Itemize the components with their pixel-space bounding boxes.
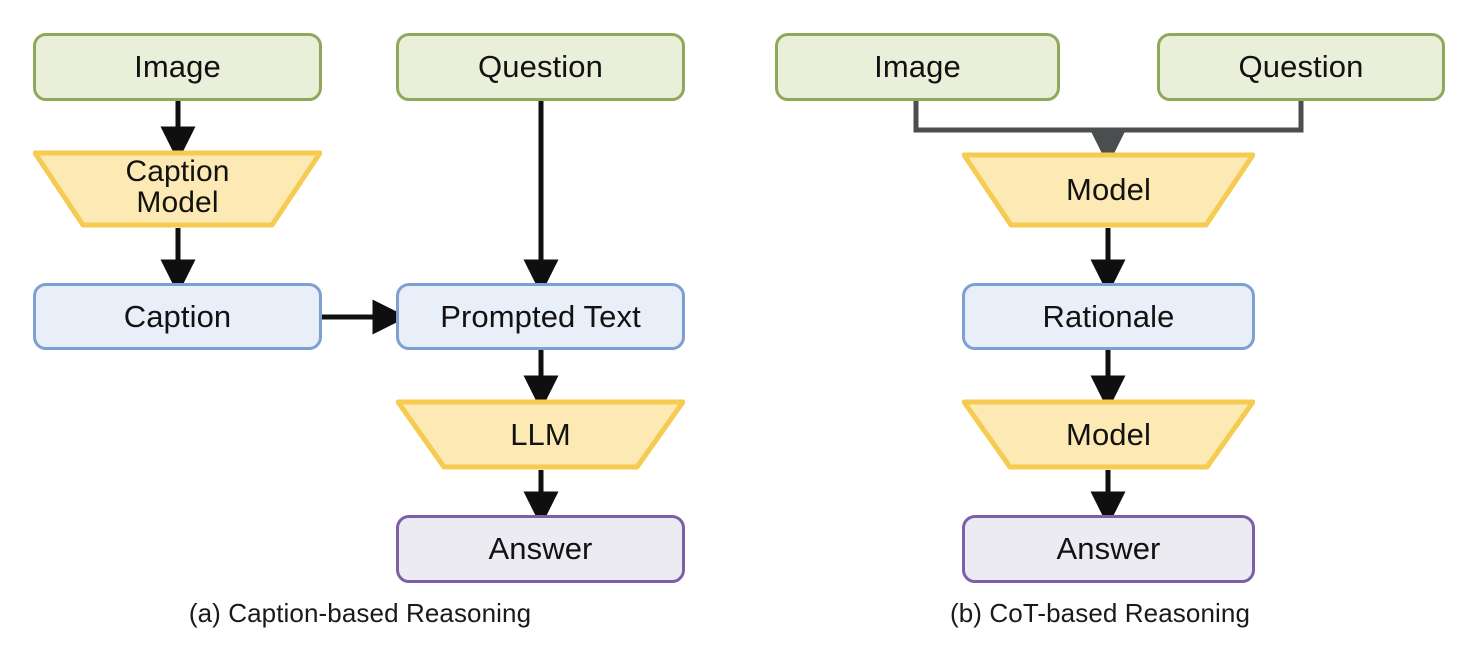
node-label: Answer [1056, 531, 1161, 567]
node-label: Model [1066, 172, 1151, 208]
node-label: Question [478, 49, 603, 85]
node-label: Image [134, 49, 221, 85]
node-label: Rationale [1042, 298, 1175, 334]
node-question-a[interactable]: Question [396, 33, 685, 101]
node-label: Model [1066, 416, 1151, 452]
node-label: Caption [123, 298, 232, 334]
node-rationale[interactable]: Rationale [962, 283, 1255, 350]
node-caption[interactable]: Caption [33, 283, 322, 350]
node-llm[interactable]: LLM [396, 399, 685, 470]
edge-image-question-bracket [913, 101, 1304, 133]
node-label: Prompted Text [440, 298, 641, 334]
node-label: Answer [488, 531, 593, 567]
node-label: Caption Model [125, 155, 230, 219]
node-question-b[interactable]: Question [1157, 33, 1445, 101]
node-label: LLM [510, 416, 571, 452]
node-caption-model[interactable]: Caption Model [33, 150, 322, 228]
node-label: Question [1238, 49, 1364, 85]
node-image-a[interactable]: Image [33, 33, 322, 101]
panel-b-caption: (b) CoT-based Reasoning [949, 598, 1251, 628]
node-answer-a[interactable]: Answer [396, 515, 685, 583]
node-model-1[interactable]: Model [962, 152, 1255, 228]
node-image-b[interactable]: Image [775, 33, 1060, 101]
node-prompted-text[interactable]: Prompted Text [396, 283, 685, 350]
node-label: Image [874, 49, 961, 85]
panel-a-caption: (a) Caption-based Reasoning [188, 598, 532, 628]
node-answer-b[interactable]: Answer [962, 515, 1255, 583]
node-model-2[interactable]: Model [962, 399, 1255, 470]
